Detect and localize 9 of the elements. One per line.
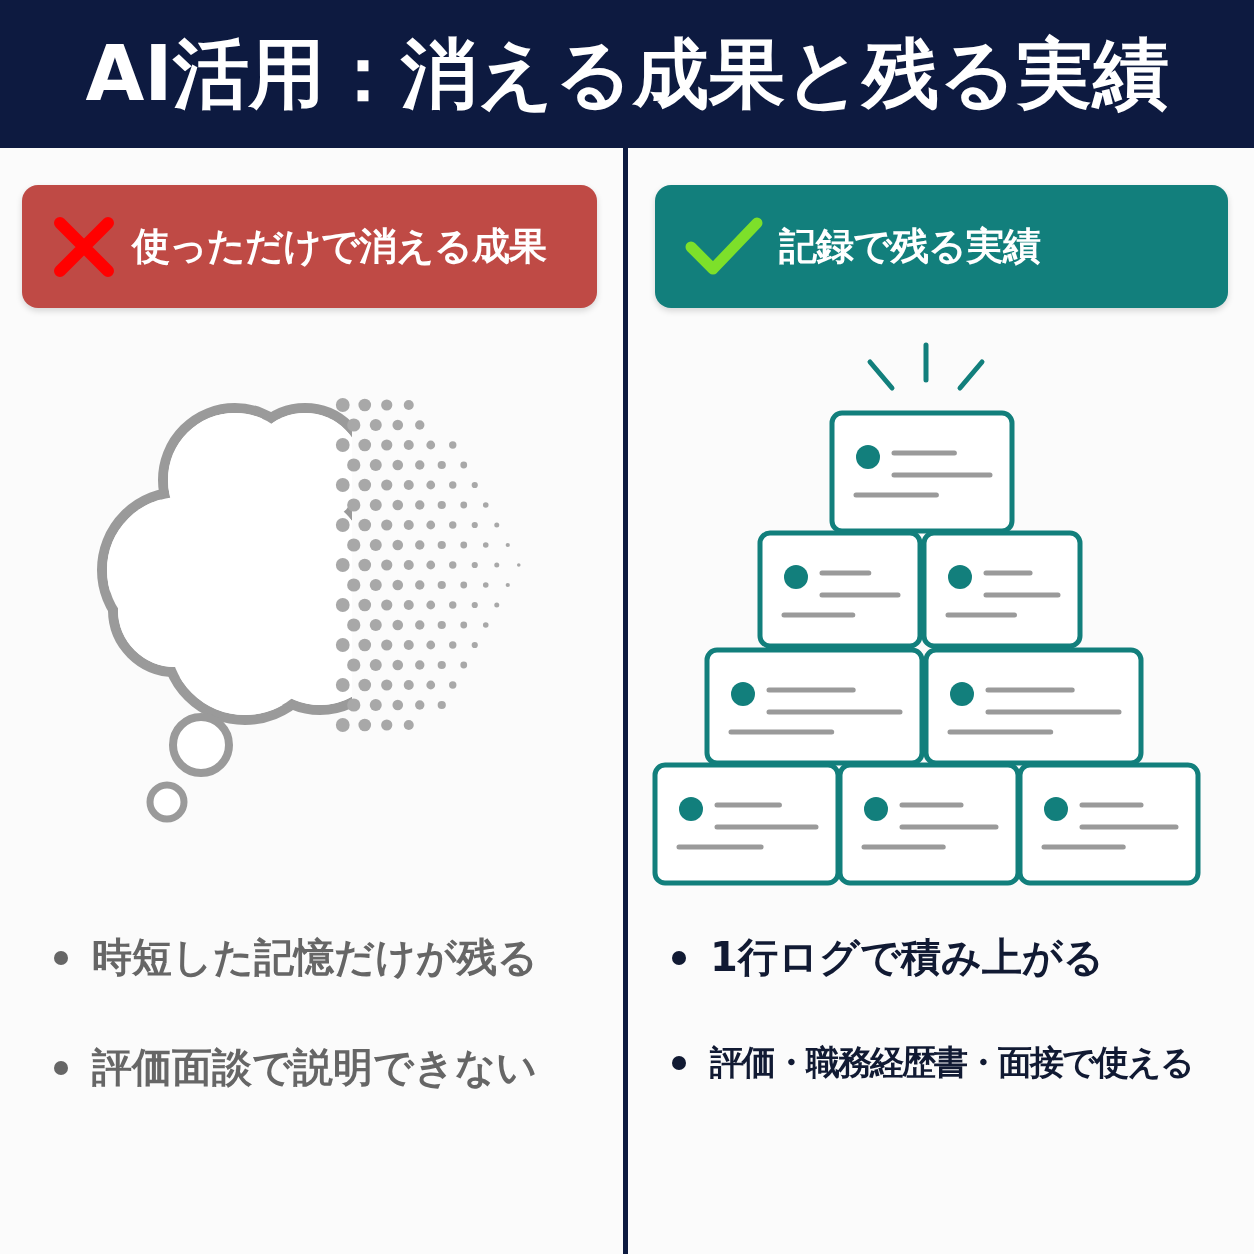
bullet-point: 1行ログで積み上がる	[668, 930, 1104, 985]
header-text: 使っただけで消える成果	[132, 223, 546, 270]
bullet-point: 時短した記憶だけが残る	[50, 930, 538, 985]
header-banner	[655, 185, 1228, 308]
title-banner: AI活用：消える成果と残る実績	[0, 0, 1254, 148]
bullet-point: 評価・職務経歴書・面接で使える	[668, 1040, 1193, 1086]
header-text: 記録で残る実績	[779, 223, 1040, 270]
header-banner	[22, 185, 597, 308]
bullet-point: 評価面談で説明できない	[50, 1040, 537, 1095]
